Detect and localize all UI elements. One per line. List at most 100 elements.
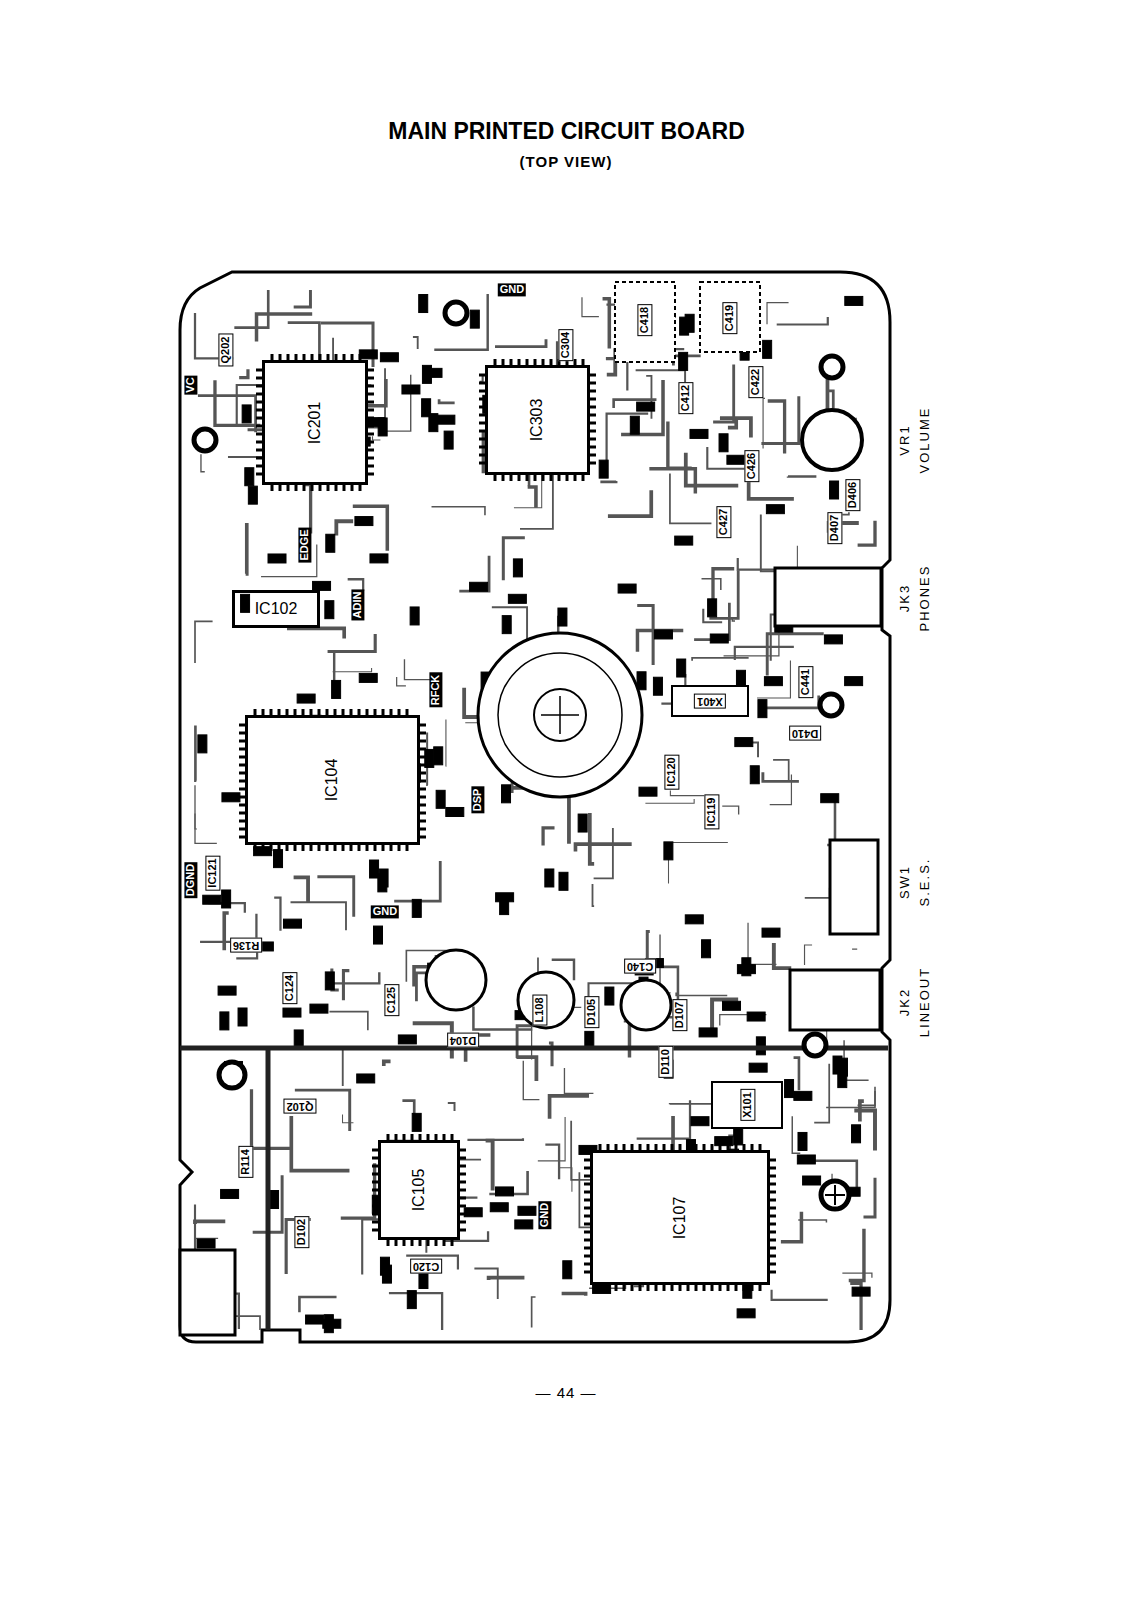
- ic-pin: [318, 845, 321, 851]
- part-designator: D110: [658, 1046, 673, 1078]
- copper-trace: [543, 828, 554, 845]
- ic-pin: [368, 433, 374, 436]
- ic-pin: [387, 1240, 390, 1246]
- smd-component: [222, 890, 231, 908]
- ic-pin: [751, 1285, 754, 1291]
- smd-component: [419, 295, 428, 313]
- copper-trace: [621, 380, 663, 434]
- copper-trace: [341, 1163, 375, 1218]
- smd-component: [679, 352, 688, 370]
- mounting-hole: [820, 694, 842, 716]
- copper-trace: [853, 948, 857, 950]
- smd-component: [764, 677, 782, 686]
- copper-trace: [397, 677, 406, 686]
- copper-trace: [445, 720, 446, 767]
- ic-pin: [420, 724, 426, 727]
- copper-trace: [781, 1212, 802, 1242]
- signal-name: EDGE: [298, 527, 311, 562]
- ic-pin: [310, 845, 313, 851]
- ic-pin: [590, 446, 596, 449]
- ic-pin: [287, 485, 290, 491]
- ic-pins: [239, 354, 776, 1291]
- smd-component: [797, 1155, 815, 1164]
- smd-component: [359, 673, 377, 682]
- copper-trace: [432, 507, 485, 516]
- part-designator: IC121: [205, 855, 220, 890]
- ic-body: [245, 715, 420, 845]
- smd-component: [283, 1008, 301, 1017]
- ic-pin: [398, 845, 401, 851]
- smd-component: [794, 1091, 812, 1100]
- ic-pin: [358, 845, 361, 851]
- electrolytic-capacitor: [426, 950, 486, 1010]
- copper-trace: [195, 1221, 225, 1224]
- ic-pin: [759, 1285, 762, 1291]
- mounting-hole: [194, 429, 216, 451]
- ic-pin: [770, 1199, 776, 1202]
- smd-component: [203, 895, 221, 904]
- ic-pin: [590, 406, 596, 409]
- ic-pin: [368, 369, 374, 372]
- spindle-ring: [478, 633, 642, 797]
- smd-component: [719, 434, 728, 452]
- copper-trace: [413, 337, 418, 349]
- copper-trace: [858, 1091, 875, 1105]
- smd-component: [821, 794, 839, 803]
- copper-trace: [647, 932, 650, 959]
- ic-pin: [770, 1215, 776, 1218]
- ic-package: IC104: [245, 715, 420, 845]
- copper-trace: [333, 668, 372, 672]
- ic-pin: [770, 1183, 776, 1186]
- smd-component: [268, 554, 286, 563]
- ic-pin: [303, 485, 306, 491]
- part-designator: IC120: [664, 754, 679, 789]
- ic-pin: [687, 1285, 690, 1291]
- connector-name: VR1: [897, 422, 913, 457]
- smd-component: [852, 1125, 861, 1143]
- copper-trace: [637, 605, 653, 665]
- copper-trace: [486, 1141, 493, 1191]
- part-designator: Q202: [218, 334, 233, 367]
- copper-trace: [669, 843, 728, 884]
- smd-component: [422, 399, 431, 417]
- smd-component: [198, 735, 207, 753]
- copper-trace: [767, 634, 823, 676]
- copper-trace: [562, 1294, 586, 1296]
- copper-trace: [353, 506, 388, 551]
- copper-trace: [608, 490, 651, 516]
- copper-trace: [434, 294, 487, 350]
- ic-pin: [518, 475, 521, 481]
- ic-pin: [420, 764, 426, 767]
- copper-trace: [317, 877, 353, 917]
- copper-trace: [637, 1100, 690, 1138]
- copper-trace: [777, 317, 828, 325]
- ic-pin: [368, 409, 374, 412]
- electrolytic-capacitor: [621, 980, 671, 1030]
- signal-name: GND: [371, 905, 399, 918]
- smd-component: [785, 1080, 794, 1098]
- smd-component: [248, 486, 257, 504]
- smd-component: [653, 677, 662, 695]
- copper-trace: [495, 339, 546, 346]
- ic-pin: [703, 1285, 706, 1291]
- smd-component: [845, 296, 863, 305]
- ic-pin: [770, 1271, 776, 1274]
- ic-pin: [623, 1285, 626, 1291]
- ic-pin: [420, 740, 426, 743]
- part-designator: D102: [294, 1216, 309, 1248]
- smd-component: [838, 1070, 847, 1088]
- smd-component: [310, 1004, 328, 1013]
- ic-pin: [735, 1285, 738, 1291]
- ic-pin: [319, 485, 322, 491]
- copper-trace: [195, 621, 213, 663]
- copper-trace: [528, 487, 536, 508]
- ic-pin: [368, 393, 374, 396]
- ic-package: IC107: [590, 1150, 770, 1285]
- smd-component: [218, 986, 236, 995]
- copper-trace: [336, 521, 353, 535]
- smd-component: [446, 807, 464, 816]
- ic-pin: [342, 845, 345, 851]
- copper-trace: [668, 421, 692, 468]
- ic-pin: [420, 836, 426, 839]
- battery-plus: [825, 1185, 845, 1205]
